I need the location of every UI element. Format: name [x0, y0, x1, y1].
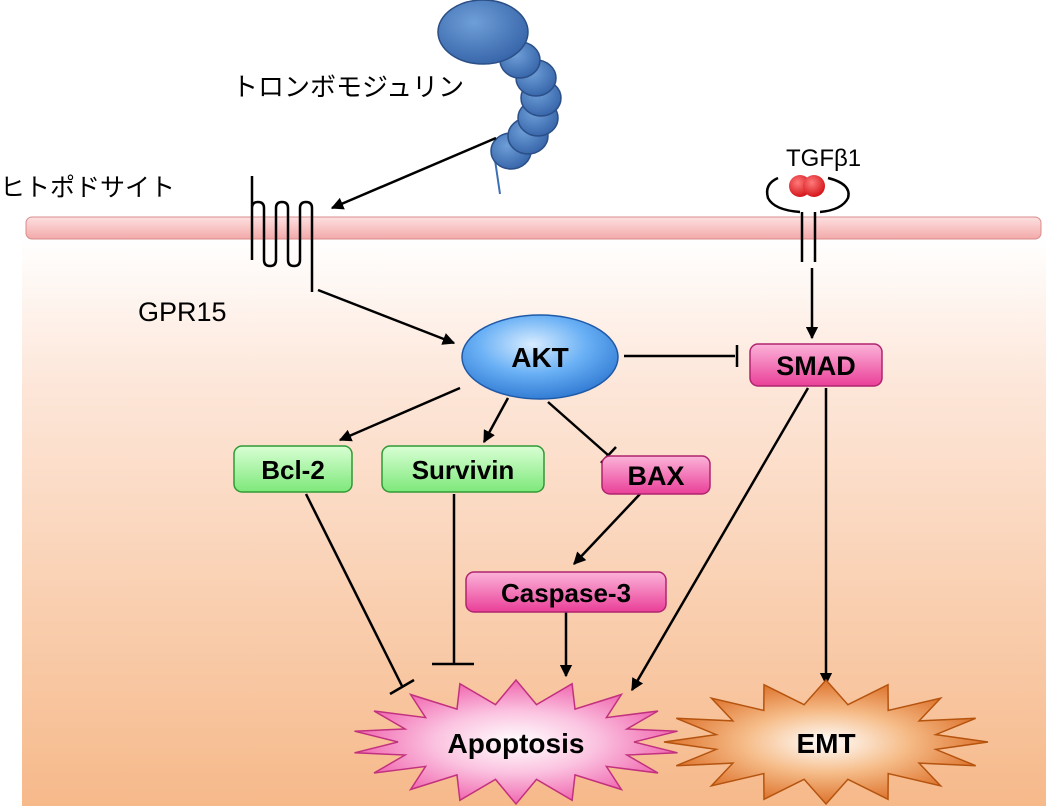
pathway-edges [304, 136, 833, 696]
edge-akt-inhibits-bax [547, 401, 609, 456]
node-bax: BAX [601, 455, 711, 495]
node-bcl2: Bcl-2 [233, 445, 353, 493]
akt-label: AKT [511, 342, 569, 373]
edge-bcl2-inhibits-apoptosis [304, 493, 404, 687]
node-smad: SMAD [749, 343, 883, 387]
gpr15-receptor-icon [250, 176, 314, 292]
node-emt: EMT [663, 678, 989, 806]
bax-label: BAX [627, 461, 684, 491]
edge-akt-bcl2 [338, 386, 461, 442]
tgfb-receptor-icon [765, 176, 850, 262]
emt-label: EMT [796, 728, 855, 759]
apoptosis-label: Apoptosis [448, 728, 585, 759]
apoptosis-burst-icon [354, 678, 678, 806]
membrane-label: ヒトポドサイト [0, 174, 175, 202]
gpr15-label: GPR15 [138, 297, 227, 327]
edge-akt-survivin [482, 397, 510, 444]
bcl2-label: Bcl-2 [261, 455, 325, 485]
thrombomodulin-protein-icon [437, 0, 562, 195]
survivin-label: Survivin [412, 455, 515, 485]
edge-gpr15-akt [317, 288, 456, 345]
node-akt: AKT [461, 314, 619, 400]
tgfb1-label: TGFβ1 [786, 145, 861, 172]
node-caspase3: Caspase-3 [465, 571, 667, 613]
cell-membrane [25, 216, 1042, 240]
node-apoptosis: Apoptosis [354, 678, 678, 806]
smad-label: SMAD [776, 351, 856, 381]
node-survivin: Survivin [381, 445, 545, 493]
caspase3-label: Caspase-3 [501, 578, 631, 608]
edge-thrombomodulin-gpr15 [330, 136, 497, 210]
thrombomodulin-label: トロンボモジュリン [232, 72, 464, 102]
emt-burst-icon [663, 678, 989, 806]
edge-smad-apoptosis [630, 387, 810, 692]
edge-bax-caspase3 [573, 493, 641, 565]
tgfb1-ligand-icon [789, 175, 825, 197]
